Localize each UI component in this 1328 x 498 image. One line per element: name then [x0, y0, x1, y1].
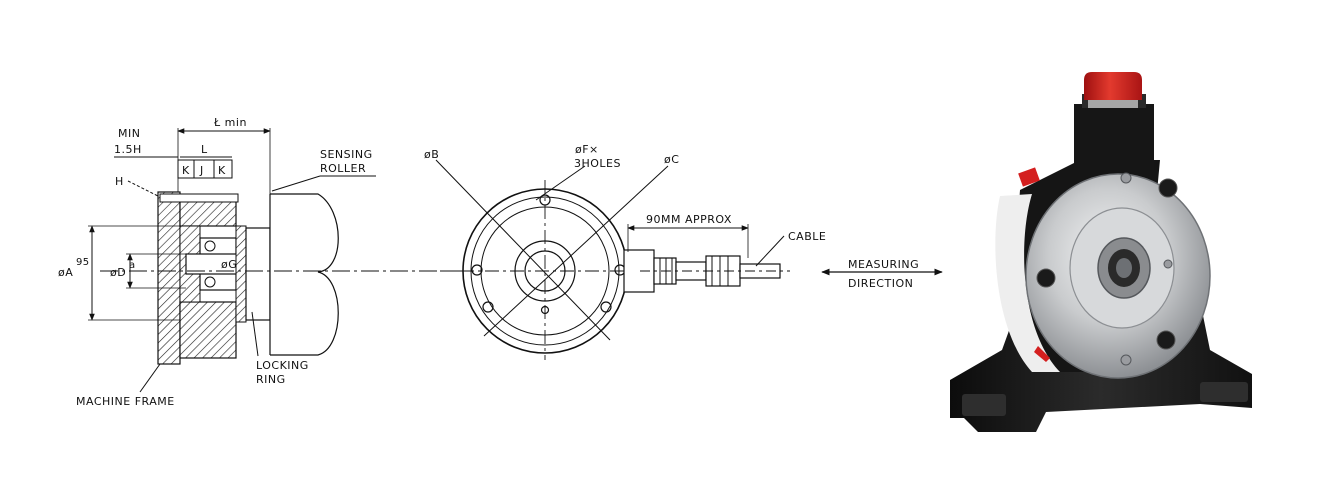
screw-small-bottom — [1120, 354, 1132, 366]
h-leader — [127, 180, 159, 197]
bracket-foot-right — [1200, 382, 1248, 402]
k-right-label: K — [218, 164, 226, 177]
l-label: L — [201, 143, 208, 156]
sensing-roller — [270, 193, 339, 356]
connector-tower — [1074, 104, 1154, 170]
encoder-photo — [950, 72, 1252, 432]
cable-label: CABLE — [788, 230, 826, 243]
b-label: øB — [424, 148, 439, 161]
d-label: øD — [110, 266, 126, 279]
l-min-label: Ł min — [213, 116, 247, 129]
screw-hole-left — [471, 264, 483, 276]
direction-label-1: MEASURING — [848, 258, 919, 271]
front-view: øB øF× 3HOLES øC 90MM APPROX CABLE — [424, 143, 826, 360]
min-label: MIN — [118, 127, 140, 140]
a-label: øA — [58, 266, 73, 279]
direction-label-2: DIRECTION — [848, 277, 913, 290]
c-label: øC — [664, 153, 679, 166]
locking-ring — [245, 227, 271, 321]
j-label: J — [199, 164, 204, 177]
bracket-foot-left — [962, 394, 1006, 416]
side-view: MIN 1.5H Ł min L K J K H — [58, 116, 440, 408]
screw-hole-br — [600, 301, 612, 313]
machine-frame — [157, 191, 181, 365]
machine-frame-label: MACHINE FRAME — [76, 395, 175, 408]
sensing-roller-label-2: ROLLER — [320, 162, 366, 175]
b-diag — [435, 159, 611, 341]
red-cap — [1084, 72, 1142, 100]
locking-ring-plate — [235, 225, 247, 323]
housing-bottom — [179, 301, 237, 359]
cable-leader — [755, 235, 785, 267]
a-sup-label: 95 — [76, 257, 90, 268]
k-left-label: K — [182, 164, 190, 177]
f-label-2: 3HOLES — [574, 157, 621, 170]
cable-length-label: 90MM APPROX — [646, 213, 732, 226]
min-value-label: 1.5H — [114, 143, 142, 156]
locking-ring-label-1: LOCKING — [256, 359, 309, 372]
sensing-roller-label-1: SENSING — [320, 148, 373, 161]
bolt — [159, 193, 239, 203]
screw-hole-bl — [482, 301, 494, 313]
machine-frame-leader — [139, 363, 161, 393]
kjk-box — [177, 159, 233, 179]
screw-small-top — [1120, 172, 1132, 184]
screw-left — [1036, 268, 1056, 288]
g-label: øG — [221, 258, 237, 271]
measuring-direction: MEASURING DIRECTION — [821, 258, 943, 290]
label-band — [995, 194, 1060, 372]
c-diag — [483, 165, 669, 337]
screw-bottom-right — [1156, 330, 1176, 350]
locking-leader — [251, 311, 259, 357]
sensing-leader — [271, 175, 321, 192]
screw-top-right — [1158, 178, 1178, 198]
locking-ring-label-2: RING — [256, 373, 286, 386]
h-label: H — [115, 175, 124, 188]
brand-badge — [1018, 167, 1040, 187]
f-leader — [535, 165, 586, 201]
d-sup-label: a — [129, 260, 136, 271]
f-label-1: øF× — [575, 143, 599, 156]
